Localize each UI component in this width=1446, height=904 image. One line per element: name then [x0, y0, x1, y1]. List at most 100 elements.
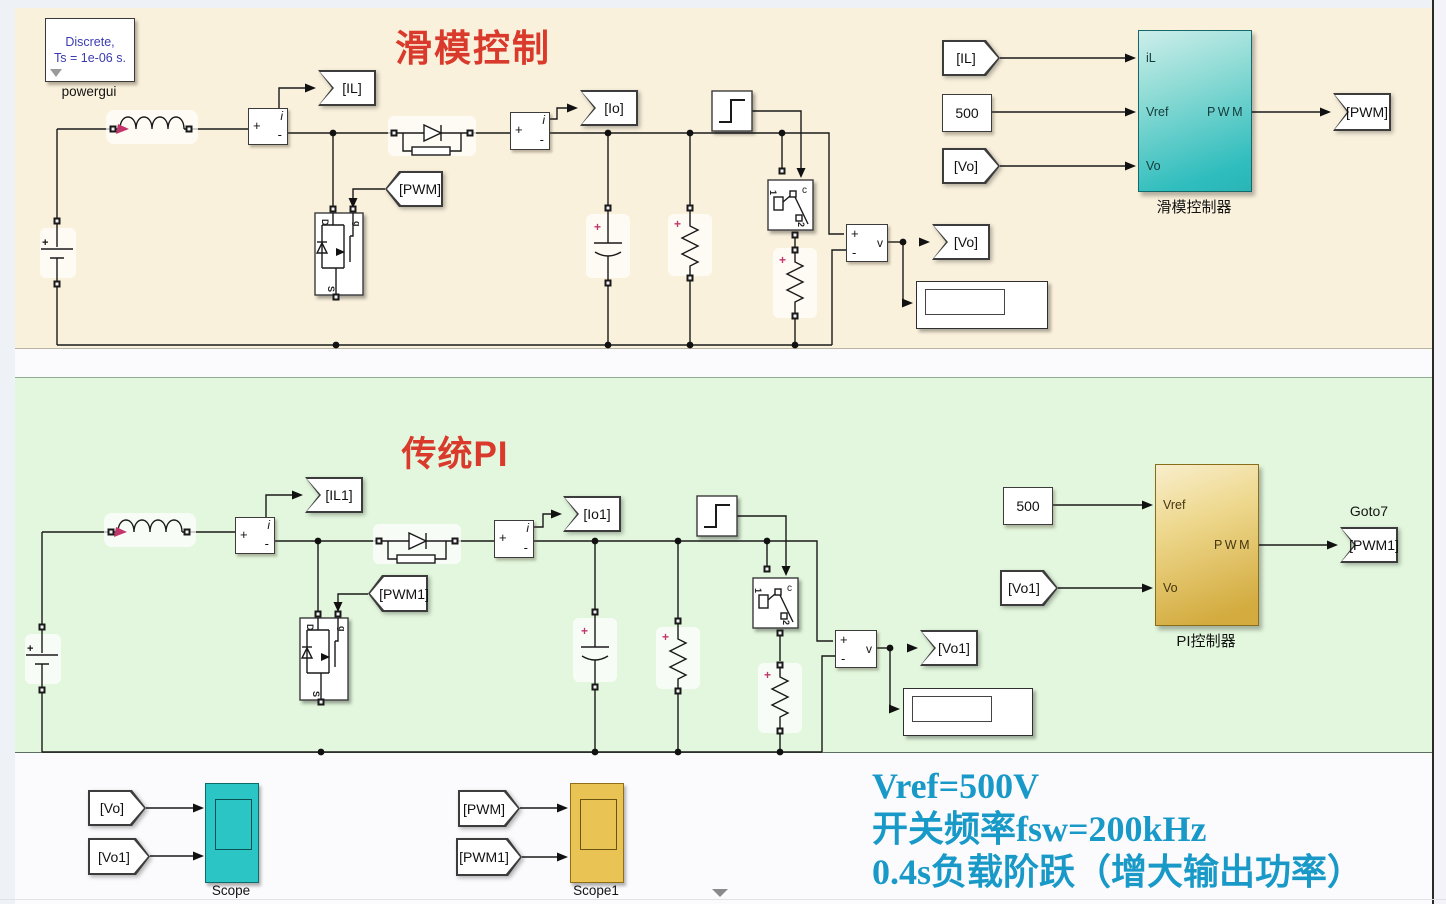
from-tag-pwm1-strip[interactable]: [PWM1]: [456, 838, 522, 876]
cm-i-label: i: [280, 109, 283, 123]
capacitor-top[interactable]: [585, 203, 631, 288]
from-tag-vo1-strip-label: [Vo1]: [98, 848, 130, 865]
current-measurement-io-top[interactable]: + i -: [510, 112, 550, 150]
mosfet-bottom[interactable]: [300, 611, 348, 706]
from-tag-vo-top[interactable]: [Vo]: [942, 148, 1000, 184]
breaker-top[interactable]: [768, 168, 813, 239]
inductor-bottom[interactable]: [103, 512, 197, 548]
step-block-top[interactable]: [712, 91, 752, 131]
goto-tag-vo1[interactable]: [Vo1]: [920, 630, 978, 666]
diode-bottom[interactable]: [372, 523, 462, 565]
constant-vref-top[interactable]: 500: [942, 94, 992, 132]
capacitor-bottom[interactable]: [572, 607, 618, 692]
cm-minus-label: -: [277, 127, 282, 142]
step-block-bottom[interactable]: [697, 496, 737, 536]
controller-port-pwm: PWM: [1206, 105, 1245, 119]
tag-shape: [385, 171, 443, 207]
goto-tag-vo-top-label: [Vo]: [953, 234, 979, 250]
sliding-mode-controller-label: 滑模控制器: [1156, 199, 1232, 216]
goto-tag-io-top[interactable]: [Io]: [580, 90, 638, 126]
goto-tag-pwm-top[interactable]: [PWM]: [1333, 93, 1391, 131]
scope-label: Scope: [211, 883, 251, 898]
from-tag-il-top[interactable]: [IL]: [942, 40, 1000, 76]
goto-tag-pwm1[interactable]: [PWM1]: [1340, 527, 1399, 563]
annotation-notes: Vref=500V 开关频率fsw=200kHz 0.4s负载阶跃（增大输出功率…: [872, 765, 1363, 894]
scope1-block[interactable]: [570, 783, 624, 883]
cm-minus-label: -: [539, 132, 544, 147]
dc-source-bottom[interactable]: [24, 622, 62, 695]
cm-plus-label: +: [253, 117, 261, 133]
powergui-line2: Ts = 1e-06 s.: [54, 51, 126, 65]
annotation-line3: 0.4s负载阶跃（增大输出功率）: [872, 852, 1364, 892]
step-load-resistor-top[interactable]: [772, 245, 818, 321]
from-tag-il-top-label: [IL]: [956, 50, 976, 66]
diode-top[interactable]: [387, 115, 477, 157]
top-circuit-wires: [56, 57, 1328, 346]
goto-tag-il-top[interactable]: [IL]: [318, 70, 376, 106]
tag-shape: [368, 575, 428, 612]
goto-tag-pwm1-label: [PWM1]: [1349, 537, 1399, 553]
controller-port-pwm: PWM: [1213, 538, 1252, 552]
current-measurement-io1[interactable]: + i -: [494, 520, 534, 558]
from-tag-pwm1[interactable]: [PWM1]: [368, 575, 429, 612]
from-tag-pwm-strip-label: [PWM]: [463, 800, 505, 817]
constant-vref-top-value: 500: [955, 105, 979, 121]
voltage-measurement-bottom[interactable]: + - v: [835, 630, 877, 668]
controller-port-il: iL: [1146, 51, 1156, 65]
tag-shape: [942, 40, 1000, 76]
controller-port-vref: Vref: [1163, 498, 1186, 512]
from-tag-vo1-label: [Vo1]: [1008, 580, 1040, 596]
scrollbar-track-line: [0, 899, 1446, 900]
top-circuit-nodes: [329, 129, 907, 349]
pi-controller-block[interactable]: Vref Vo PWM: [1155, 464, 1259, 626]
goto-tag-il1[interactable]: [IL1]: [305, 477, 363, 513]
vm-v-label: v: [877, 236, 883, 250]
display-value-field: [925, 289, 1005, 315]
strip-wires: [146, 807, 558, 858]
display-block-bottom[interactable]: [903, 688, 1033, 736]
canvas-right-border: [1432, 0, 1434, 904]
tag-shape: [1000, 570, 1058, 606]
scope-block[interactable]: [205, 783, 259, 883]
load-resistor-bottom[interactable]: [655, 616, 701, 696]
controller-port-vo: Vo: [1146, 159, 1161, 173]
bg-left-margin: [0, 0, 15, 904]
from-tag-pwm-top[interactable]: [PWM]: [385, 171, 443, 207]
bg-top-margin: [0, 0, 1446, 8]
vm-v-label: v: [866, 642, 872, 656]
display-block-top[interactable]: [916, 281, 1048, 329]
breaker-bottom[interactable]: [753, 566, 798, 637]
load-resistor-top[interactable]: [667, 203, 713, 283]
from-tag-pwm-strip[interactable]: [PWM]: [458, 790, 520, 827]
step-load-resistor-bottom[interactable]: [757, 660, 803, 736]
from-tag-pwm1-label: [PWM1]: [379, 585, 429, 602]
powergui-dropdown-icon: [50, 69, 62, 77]
sliding-mode-controller-block[interactable]: iL Vref Vo PWM: [1138, 30, 1252, 192]
cm-i-label: i: [267, 518, 270, 532]
from-tag-vo1[interactable]: [Vo1]: [1000, 570, 1058, 606]
tag-shape: [942, 148, 1000, 184]
from-tag-vo-strip[interactable]: [Vo]: [88, 790, 146, 826]
constant-vref-bottom-value: 500: [1016, 498, 1040, 514]
mosfet-top[interactable]: [315, 206, 363, 301]
goto-tag-il-top-label: [IL]: [342, 80, 362, 96]
current-measurement-il1[interactable]: + i -: [235, 517, 275, 554]
inductor-top[interactable]: [105, 109, 199, 145]
display-value-field: [912, 696, 992, 722]
current-measurement-il-top[interactable]: + i -: [248, 108, 288, 145]
goto-tag-vo-top[interactable]: [Vo]: [932, 224, 990, 260]
goto-tag-io1[interactable]: [Io1]: [563, 496, 621, 532]
dc-source-top[interactable]: [39, 216, 77, 289]
scrollbar-down-arrow-icon[interactable]: [712, 889, 728, 897]
bottom-section-title: 传统PI: [401, 435, 509, 474]
powergui-block[interactable]: Discrete, Ts = 1e-06 s.: [45, 18, 135, 82]
bottom-circuit-arrowheads: [292, 490, 1338, 714]
from-tag-vo1-strip[interactable]: [Vo1]: [88, 838, 150, 875]
constant-vref-bottom[interactable]: 500: [1003, 487, 1053, 525]
goto-tag-vo1-label: [Vo1]: [938, 640, 970, 656]
voltage-measurement-top[interactable]: + - v: [846, 224, 888, 262]
powergui-label: powergui: [61, 84, 117, 99]
scope1-label: Scope1: [573, 883, 619, 898]
powergui-line1: Discrete,: [65, 34, 115, 49]
